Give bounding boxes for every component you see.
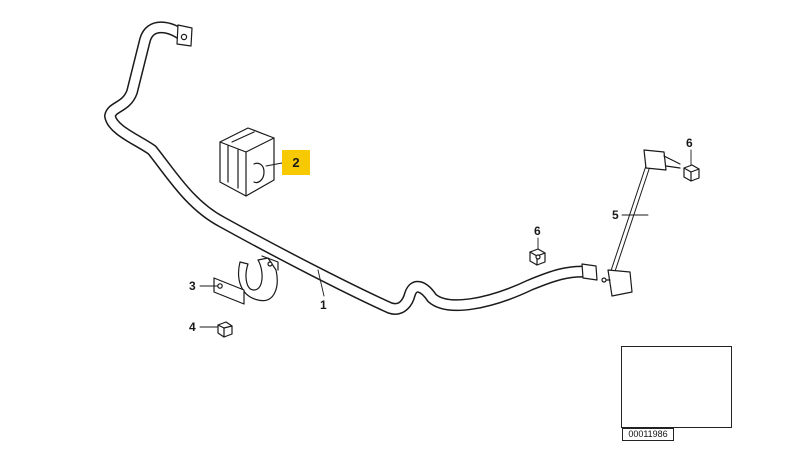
leader-lines [199,149,692,328]
callout-1: 1 [320,298,327,312]
callout-2: 2 [292,155,300,170]
callout-6-middle: 6 [534,224,541,238]
stabilizer-link [601,149,681,297]
reference-code: 00011986 [622,428,674,441]
callout-6-upper: 6 [686,136,693,150]
nut-upper [683,164,700,182]
callout-4: 4 [189,320,196,334]
thumbnail-frame [621,346,732,428]
callout-2-highlight [282,150,310,175]
rubber-mounting [219,127,275,197]
mounting-bracket [213,255,279,305]
callout-3: 3 [189,279,196,293]
bar-end-right [581,263,598,281]
nut-lower [217,321,233,338]
callout-5: 5 [612,208,619,222]
nut-middle [529,248,546,266]
stabilizer-bar [104,21,598,315]
